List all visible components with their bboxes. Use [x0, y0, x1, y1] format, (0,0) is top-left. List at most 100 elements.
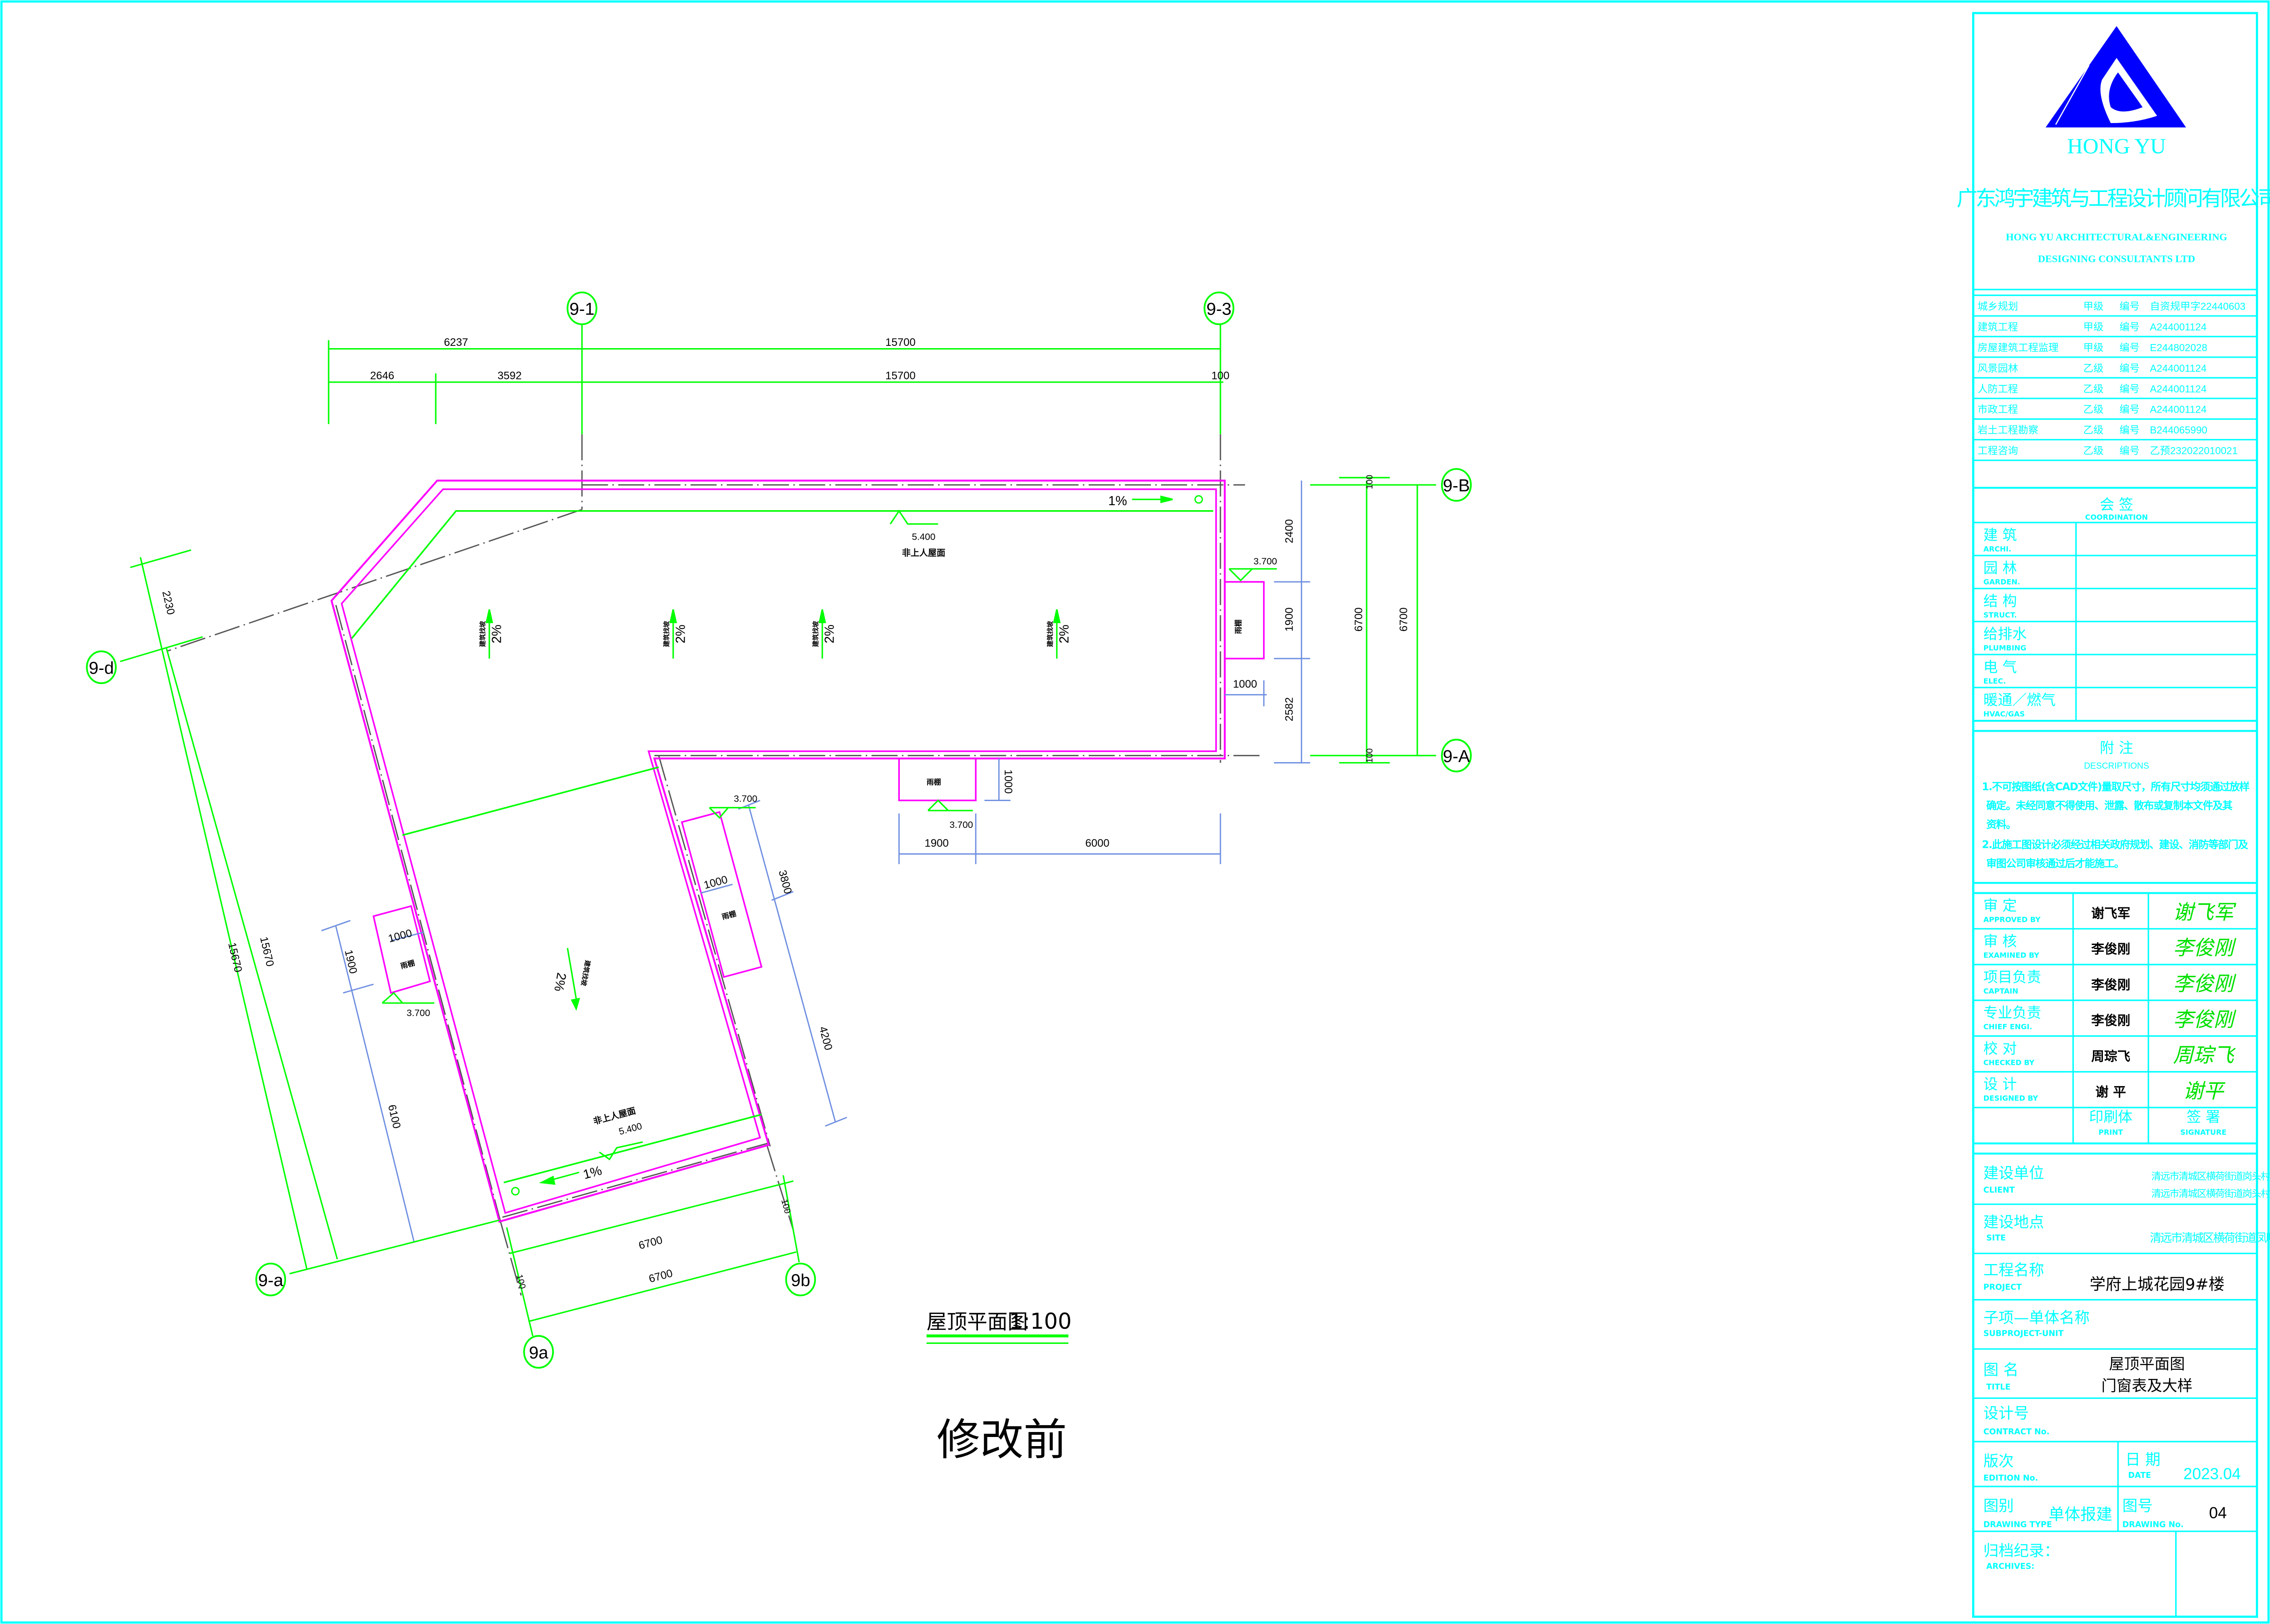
qualification-label: 编号	[2119, 404, 2140, 416]
archives-label: 归档纪录：	[1984, 1542, 2059, 1560]
dimension-text: 100	[1365, 475, 1375, 489]
drawing-title: 屋顶平面图	[927, 1310, 1028, 1334]
roof-plan	[120, 321, 1436, 1344]
drain-icon	[1194, 495, 1203, 504]
subproject-label: 子项—单体名称	[1984, 1309, 2090, 1327]
dimension-text: 6237	[444, 336, 468, 349]
qualification-field: 城乡规划	[1978, 300, 2018, 312]
client-value: 清远市清城区横荷街道岗头村滥田一经济合作社	[2152, 1171, 2270, 1182]
axis-lines	[166, 434, 1260, 1296]
signoff-role: 审 核	[1984, 933, 2017, 950]
coordination-discipline: 给排水	[1984, 625, 2027, 643]
dimension-text: 2646	[370, 370, 394, 382]
client-label-en: CLIENT	[1984, 1186, 2015, 1195]
axis-label: 9-3	[1206, 300, 1231, 319]
signoff-signature: 李俊刚	[2173, 972, 2236, 995]
signoff-role-en: DESIGNED BY	[1984, 1094, 2038, 1102]
signoff-role: 审 定	[1984, 897, 2017, 914]
slope-text: 2%	[551, 971, 569, 992]
coordination-discipline: 建 筑	[1984, 527, 2017, 544]
drawing-title-label-en: TITLE	[1986, 1383, 2011, 1392]
client-label: 建设单位	[1984, 1164, 2044, 1182]
project-label-en: PROJECT	[1984, 1283, 2022, 1292]
print-header-en: PRINT	[2098, 1128, 2123, 1137]
axis-bubble-a9b	[785, 1262, 816, 1296]
dimension-text: 1900	[342, 949, 359, 975]
coordination-title: 会 签	[2100, 496, 2133, 513]
qualification-number: 自资规甲字22440603	[2150, 300, 2245, 312]
canopy-label: 雨棚	[721, 909, 737, 921]
signoff-role: 设 计	[1984, 1076, 2017, 1093]
company-logo	[2045, 26, 2186, 128]
slope-label: 建筑找坡	[662, 620, 671, 647]
signoff-signature: 谢飞军	[2173, 901, 2236, 924]
drawing-no-label-en: DRAWING No.	[2122, 1520, 2184, 1529]
slope-text: 2%	[1057, 625, 1071, 643]
company-name-en: HONG YU ARCHITECTURAL&ENGINEERING	[2006, 231, 2227, 242]
axis-bubble-a9a	[523, 1335, 554, 1369]
description-note: 1.不可按图纸(含CAD文件)量取尺寸，所有尺寸均须通过放样	[1982, 781, 2250, 793]
slope-label: 建筑找坡	[1046, 620, 1054, 647]
edition-label: 版次	[1984, 1452, 2014, 1470]
qualification-label: 编号	[2119, 383, 2140, 395]
signoff-role: 专业负责	[1984, 1004, 2042, 1021]
contract-label-en: CONTRACT No.	[1984, 1427, 2050, 1437]
dimension-text: 100	[779, 1198, 792, 1215]
dimension-text: 6700	[647, 1267, 674, 1285]
slope-text: 2%	[823, 625, 837, 643]
company-name-en: DESIGNING CONSULTANTS LTD	[2038, 253, 2195, 264]
qualification-grade: 乙级	[2083, 424, 2104, 436]
drawing-title-label: 图 名	[1984, 1361, 2019, 1378]
dimension-text: 100	[1211, 370, 1229, 382]
signoff-print-name: 李俊刚	[2091, 977, 2130, 992]
slope-text: 2%	[673, 625, 688, 643]
dimension-text: 6100	[385, 1103, 403, 1130]
dimension-text: 1000	[1233, 678, 1257, 690]
dimension-text: 2582	[1283, 697, 1296, 721]
drawing-type-label: 图别	[1984, 1497, 2014, 1515]
dimension-text: 2400	[1283, 519, 1296, 543]
drawing-no-value: 04	[2209, 1504, 2227, 1522]
qualification-label: 编号	[2119, 300, 2140, 312]
signoff-print-name: 李俊刚	[2091, 1013, 2130, 1028]
gutter-slope-text: 1%	[1108, 494, 1127, 508]
axis-label: 9b	[791, 1270, 810, 1290]
qualification-grade: 乙级	[2083, 445, 2104, 457]
qualification-label: 编号	[2119, 342, 2140, 354]
dimension-text: 15670	[226, 941, 244, 974]
signoff-role-en: CAPTAIN	[1984, 987, 2018, 995]
coordination-discipline-en: ELEC.	[1984, 677, 2006, 685]
qualification-field: 岩土工程勘察	[1978, 424, 2038, 436]
elevation-text: 5.400	[912, 532, 936, 542]
qualification-field: 市政工程	[1978, 404, 2018, 416]
dimension-text: 2230	[160, 590, 177, 616]
dimension-text: 3592	[498, 370, 522, 382]
project-label: 工程名称	[1984, 1261, 2044, 1279]
axis-bubble-aA	[1441, 738, 1472, 773]
client-value: 清远市清城区横荷街道岗头村滥田二经济合作社	[2152, 1188, 2270, 1200]
qualification-grade: 甲级	[2083, 321, 2104, 333]
descriptions-title-en: DESCRIPTIONS	[2084, 761, 2149, 771]
axis-label: 9-B	[1443, 476, 1470, 496]
qualification-number: A244001124	[2150, 404, 2206, 415]
signature-header: 签 署	[2186, 1108, 2220, 1125]
dimension-text: 1000	[702, 873, 729, 891]
qualification-field: 人防工程	[1978, 383, 2018, 395]
signoff-print-name: 谢飞军	[2091, 906, 2130, 921]
date-label-en: DATE	[2128, 1471, 2152, 1480]
axis-label: 9-a	[258, 1270, 284, 1290]
axis-bubble-a3	[1204, 291, 1234, 325]
qualification-number: A244001124	[2150, 321, 2206, 333]
signoff-print-name: 周琮飞	[2091, 1048, 2130, 1064]
axis-label: 9-d	[89, 658, 114, 678]
title-block-lines	[1973, 315, 2257, 1532]
signoff-role: 项目负责	[1984, 968, 2042, 985]
slope-arrows	[485, 495, 1173, 1185]
drawing-title-value: 屋顶平面图	[2109, 1355, 2185, 1373]
axis-bubble-a1	[567, 291, 597, 325]
dimension-text: 100	[514, 1274, 528, 1290]
gutter-slope-text: 1%	[582, 1163, 603, 1182]
